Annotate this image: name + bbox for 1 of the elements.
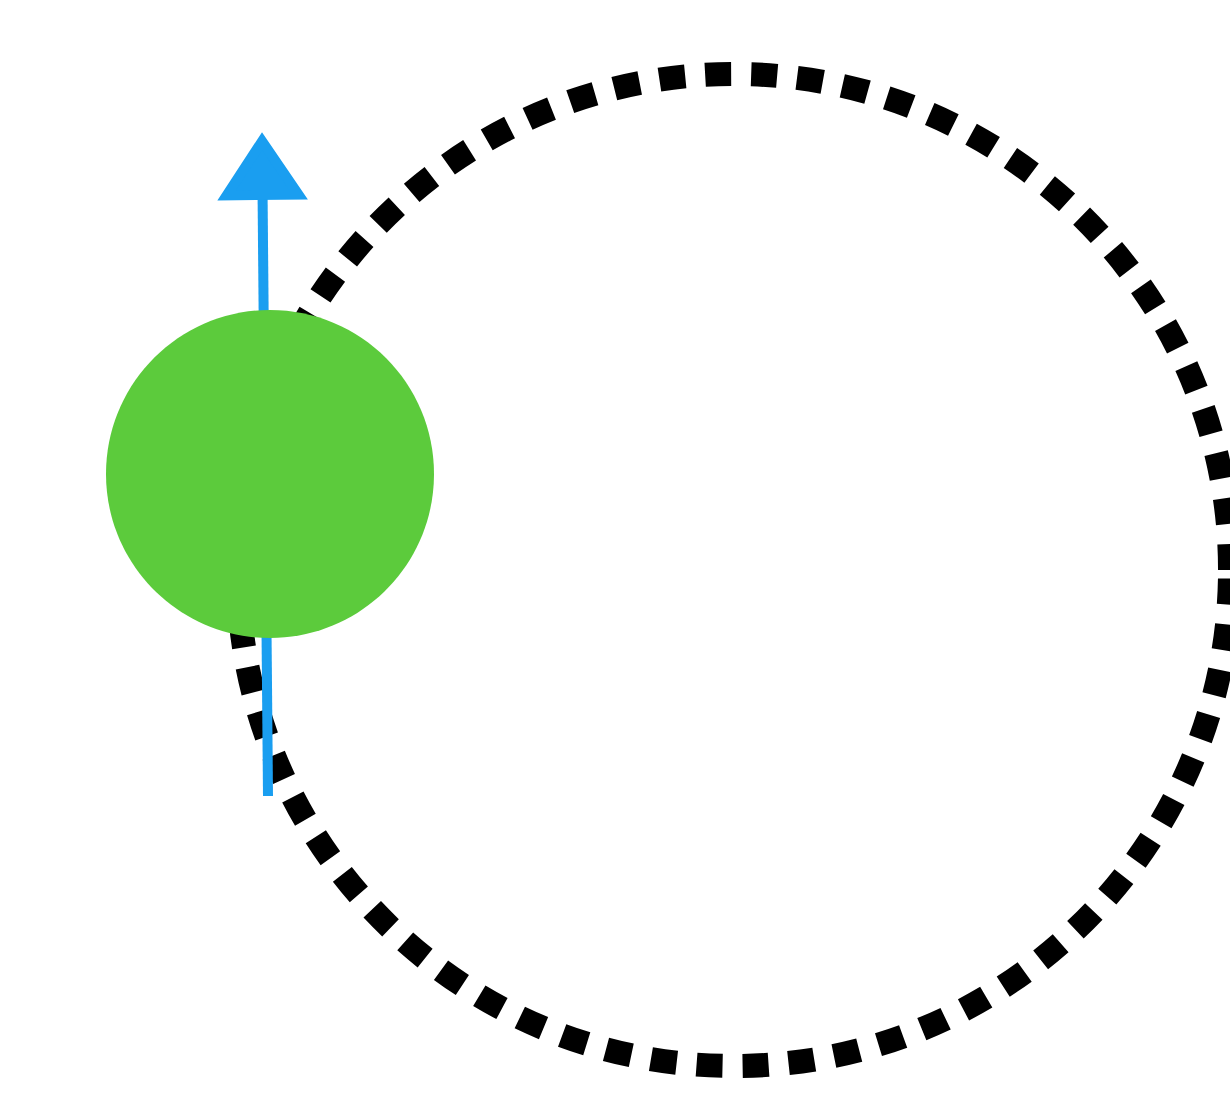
ball [106,310,434,638]
